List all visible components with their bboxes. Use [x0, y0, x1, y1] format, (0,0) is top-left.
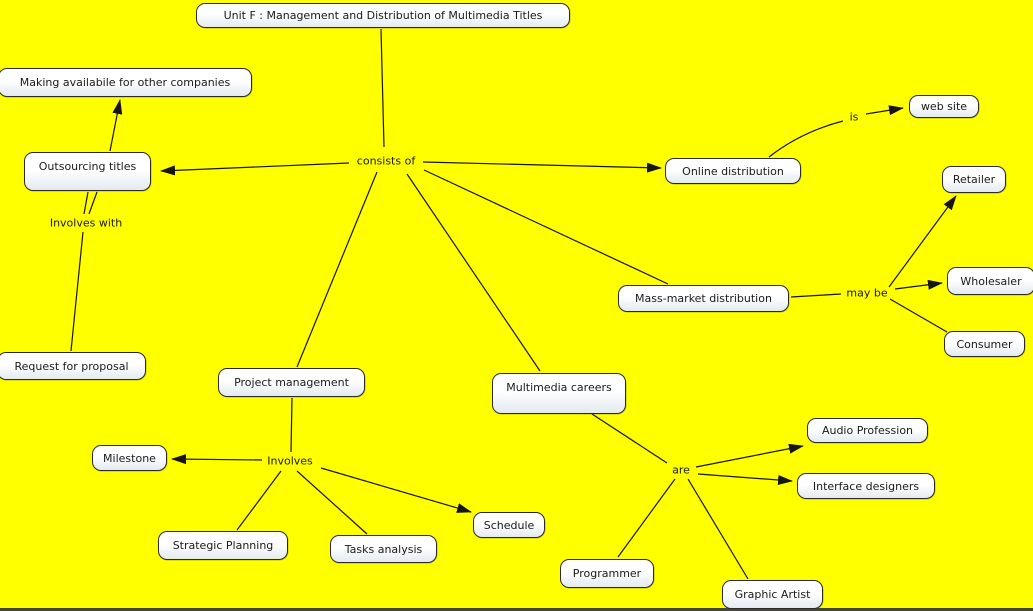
node-retailer[interactable]: Retailer [942, 166, 1006, 193]
node-project-management[interactable]: Project management [218, 368, 365, 397]
edge-outsourcing-titles-to-involves-with-b [88, 191, 98, 215]
edge-consists-of-to-mass-market-distribution [423, 169, 669, 285]
edge-unit-f-to-consists-of [380, 28, 385, 148]
node-schedule[interactable]: Schedule [473, 512, 545, 538]
edge-are-to-audio-profession [695, 443, 804, 468]
edge-may-be-to-wholesaler [894, 279, 943, 290]
node-request-for-proposal[interactable]: Request for proposal [0, 352, 146, 380]
edge-consists-of-to-online-distribution [422, 161, 662, 173]
link-label-involves-with[interactable]: Involves with [49, 216, 123, 230]
edge-are-to-programmer [617, 478, 676, 558]
edge-involves-with-to-request-for-proposal [70, 231, 84, 352]
node-programmer[interactable]: Programmer [560, 559, 654, 588]
link-label-is[interactable]: is [849, 110, 859, 124]
node-multimedia-careers[interactable]: Multimedia careers [492, 373, 626, 414]
node-unit-f-title[interactable]: Unit F : Management and Distribution of … [196, 3, 570, 28]
edge-multimedia-careers-to-are [591, 413, 668, 464]
edge-is-to-web-site [865, 105, 904, 116]
node-milestone[interactable]: Milestone [92, 445, 167, 471]
node-tasks-analysis[interactable]: Tasks analysis [330, 535, 437, 563]
edge-consists-of-to-project-management [296, 171, 378, 368]
edge-may-be-to-consumer [889, 298, 948, 333]
edge-mass-market-distribution-to-may-be [790, 293, 842, 298]
edge-are-to-graphic-artist [687, 478, 749, 580]
edge-outsourcing-titles-to-involves-with-a [83, 191, 89, 215]
edge-are-to-interface-designers [697, 473, 793, 485]
link-label-consists-of[interactable]: consists of [356, 154, 416, 168]
edge-involves-to-tasks-analysis [296, 470, 368, 535]
edge-project-management-to-involves [290, 397, 293, 453]
node-strategic-planning[interactable]: Strategic Planning [158, 531, 288, 560]
link-label-may-be[interactable]: may be [846, 286, 888, 300]
edge-involves-to-strategic-planning [236, 470, 282, 531]
node-interface-designers[interactable]: Interface designers [797, 473, 935, 499]
edge-involves-to-schedule [320, 467, 472, 513]
node-mass-market-distribution[interactable]: Mass-market distribution [618, 285, 789, 312]
node-web-site[interactable]: web site [909, 95, 979, 118]
node-graphic-artist[interactable]: Graphic Artist [722, 580, 823, 609]
node-wholesaler[interactable]: Wholesaler [947, 267, 1033, 295]
link-label-are[interactable]: are [672, 463, 690, 477]
node-audio-profession[interactable]: Audio Profession [807, 418, 928, 443]
node-making-available[interactable]: Making availabile for other companies [0, 68, 252, 97]
edge-consists-of-to-outsourcing-titles [160, 162, 350, 176]
edge-involves-to-milestone [171, 454, 263, 465]
edge-may-be-to-retailer [888, 195, 957, 288]
canvas-bottom-edge [0, 608, 1033, 611]
node-outsourcing-titles[interactable]: Outsourcing titles [24, 152, 151, 191]
node-online-distribution[interactable]: Online distribution [665, 158, 801, 184]
node-consumer[interactable]: Consumer [944, 331, 1025, 357]
edge-consists-of-to-multimedia-careers [406, 173, 541, 372]
edge-outsourcing-titles-to-making-available [109, 99, 123, 152]
link-label-involves[interactable]: Involves [267, 454, 313, 468]
edge-online-distribution-to-is [768, 120, 844, 158]
